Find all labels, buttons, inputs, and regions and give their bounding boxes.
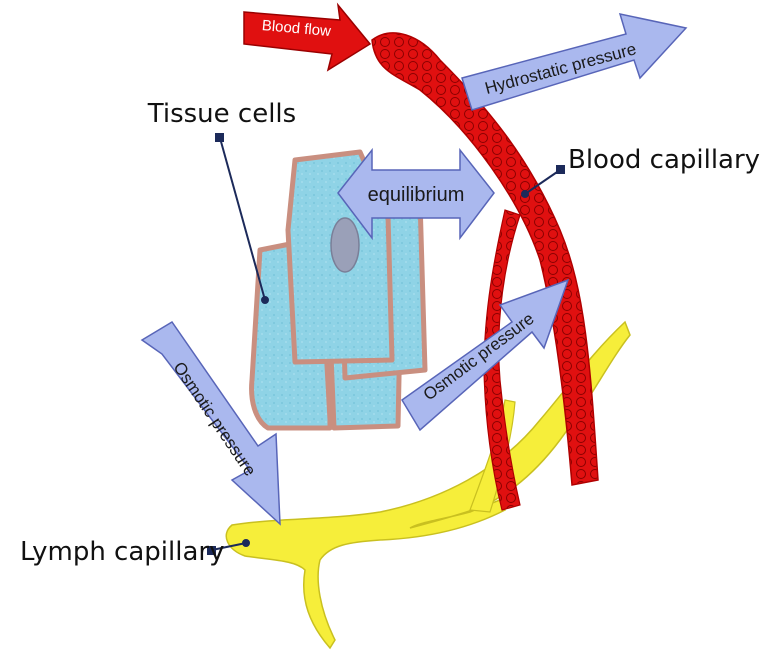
blood-capillary-leader-dot [557,166,564,173]
blood-capillary-leader-end [522,191,528,197]
lymph-capillary-leader-end [243,540,249,546]
osmotic-pressure-right-label: Osmotic pressure [420,309,538,404]
tissue-cells-leader-dot [216,134,223,141]
osmotic-pressure-left-label: Osmotic pressure [169,358,259,479]
blood-flow-arrow: Blood flow [244,5,370,70]
tissue-cells-leader [220,138,265,300]
lymph-capillary-label: Lymph capillary [20,537,224,567]
tissue-cells-label: Tissue cells [147,99,296,129]
hydrostatic-pressure-arrow: Hydrostatic pressure [462,14,686,110]
cell-nucleus [331,218,359,272]
equilibrium-label: equilibrium [368,184,465,206]
tissue-cells-leader-end [262,297,268,303]
blood-capillary-label: Blood capillary [568,145,760,175]
